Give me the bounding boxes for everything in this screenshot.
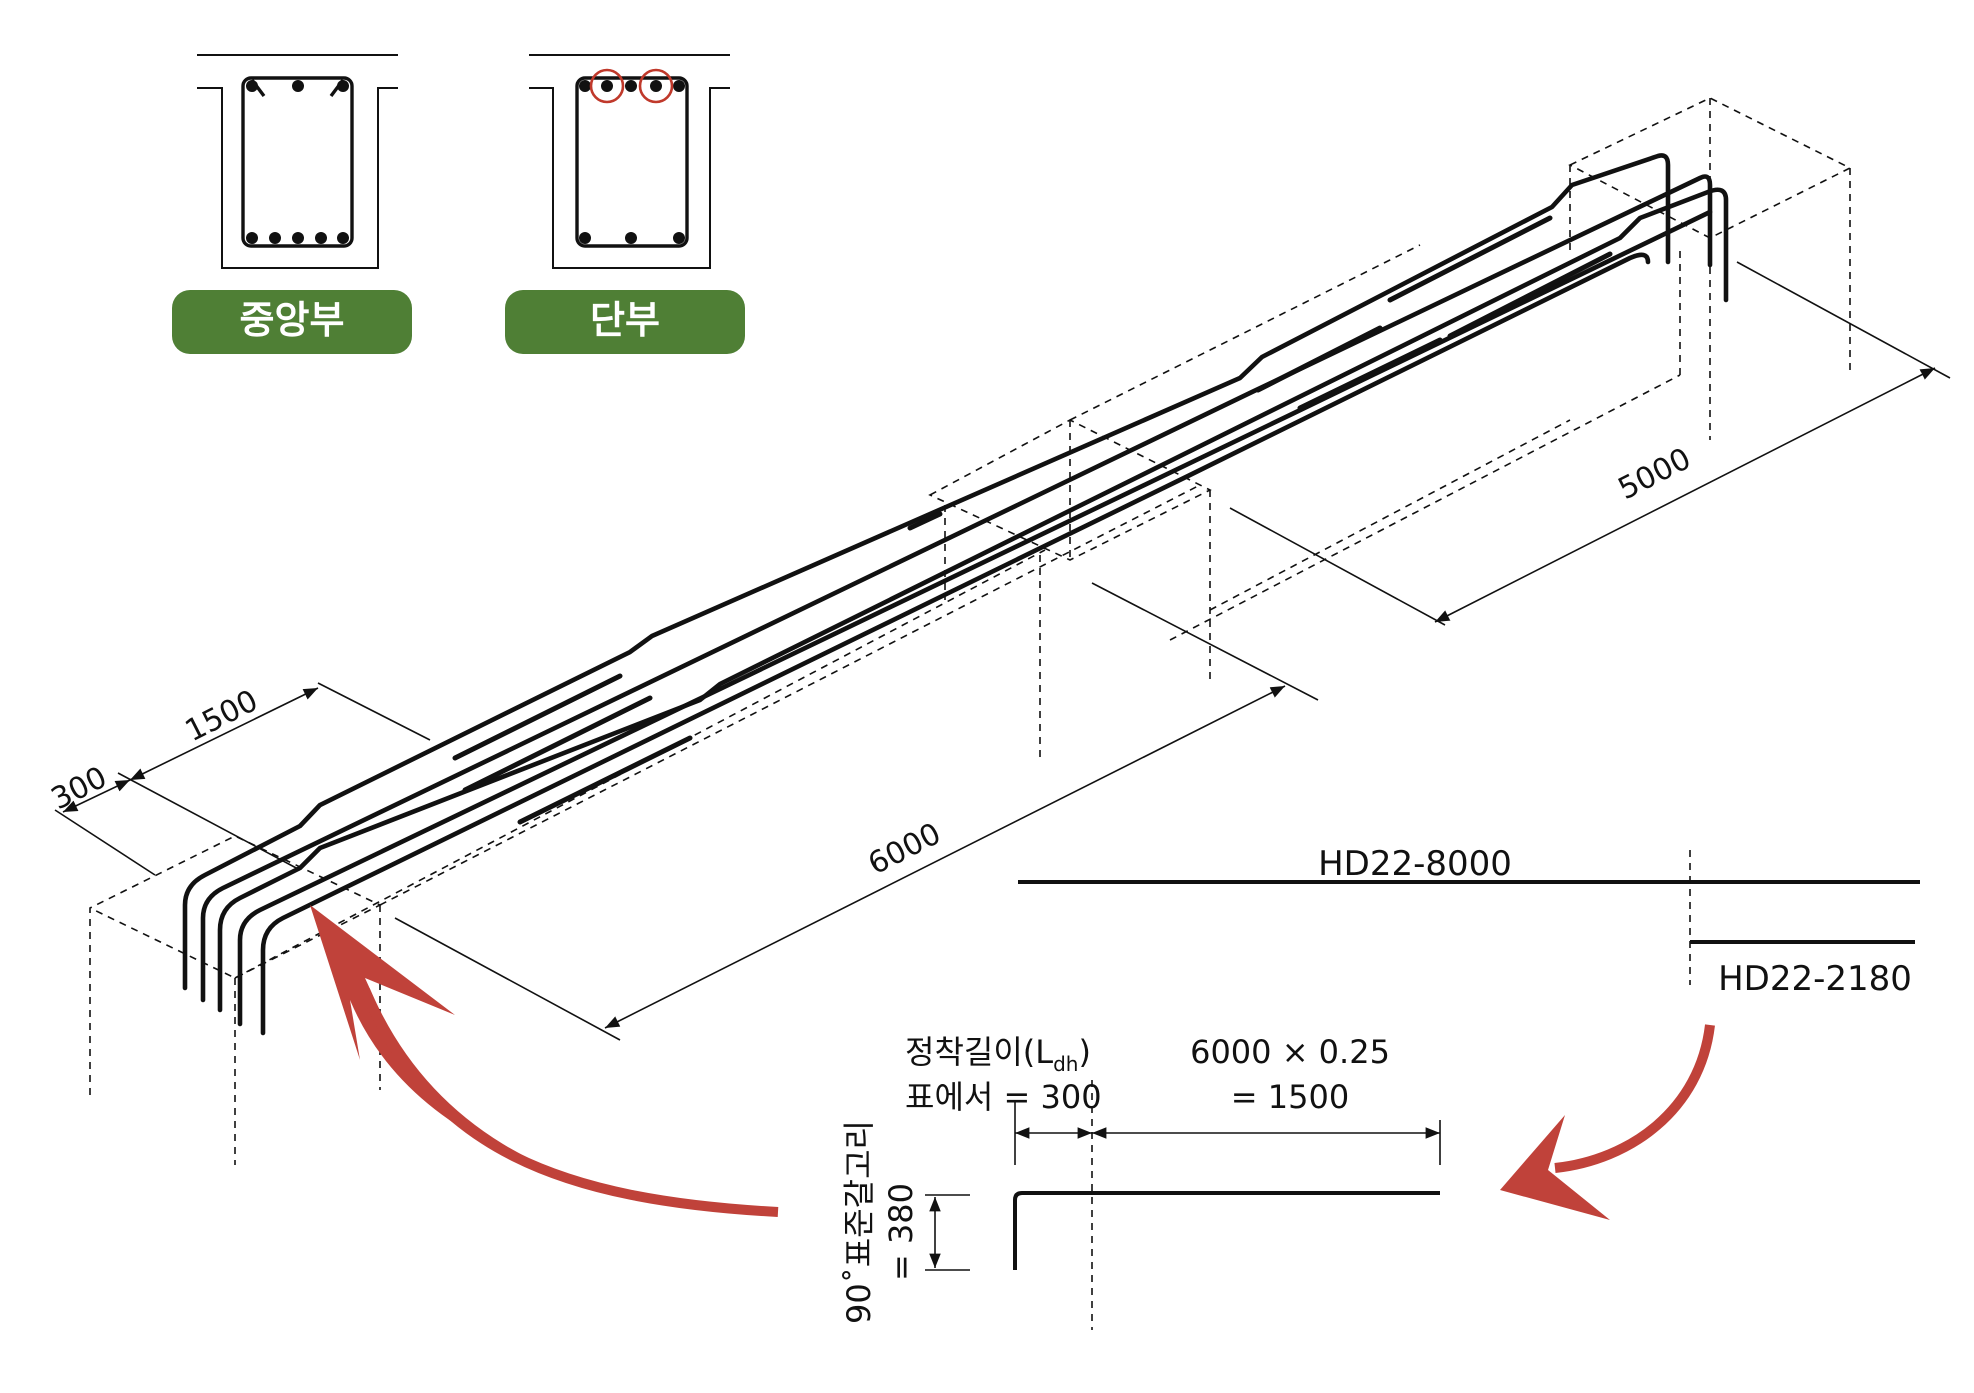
dim-5000-label: 5000 (1613, 441, 1697, 507)
hook-detail (925, 1080, 1441, 1330)
anchorage-text: 정착길이(L (905, 1033, 1053, 1071)
center-top-bars (246, 80, 349, 92)
end-section: 단부 (505, 54, 745, 354)
anchorage-value-label: 표에서 = 300 (905, 1078, 1102, 1116)
end-bottom-bars (579, 232, 685, 244)
anchorage-close: ) (1078, 1033, 1090, 1071)
dimension-lines (54, 261, 1951, 1041)
short-bar-label: HD22-2180 (1718, 959, 1912, 999)
bar-schedule (1018, 850, 1920, 985)
end-top-bars (579, 80, 685, 92)
long-bar-label: HD22-8000 (1318, 844, 1512, 884)
center-section: 중앙부 (172, 54, 412, 354)
hook-length-label: 90˚표준갈고리 (840, 1120, 878, 1324)
center-label: 중앙부 (240, 298, 345, 342)
hook-value-label: = 380 (882, 1183, 920, 1281)
dim-300-label: 300 (46, 760, 113, 817)
red-arrow-right (1500, 1024, 1715, 1220)
dim-1500-label: 1500 (180, 683, 264, 749)
center-bottom-bars (246, 232, 349, 244)
red-arrow-left (310, 905, 779, 1217)
dim-6000-label: 6000 (863, 816, 947, 882)
center-badge (172, 290, 412, 354)
extension-formula-label: 6000 × 0.25 (1190, 1033, 1390, 1071)
rebar-group (182, 153, 1729, 1036)
end-badge (505, 290, 745, 354)
end-highlight-circles (589, 68, 674, 104)
anchorage-subscript: dh (1053, 1052, 1078, 1076)
extension-value-label: = 1500 (1231, 1078, 1349, 1116)
end-label: 단부 (590, 298, 660, 342)
anchorage-length-label: 정착길이(Ldh) (905, 1033, 1091, 1076)
